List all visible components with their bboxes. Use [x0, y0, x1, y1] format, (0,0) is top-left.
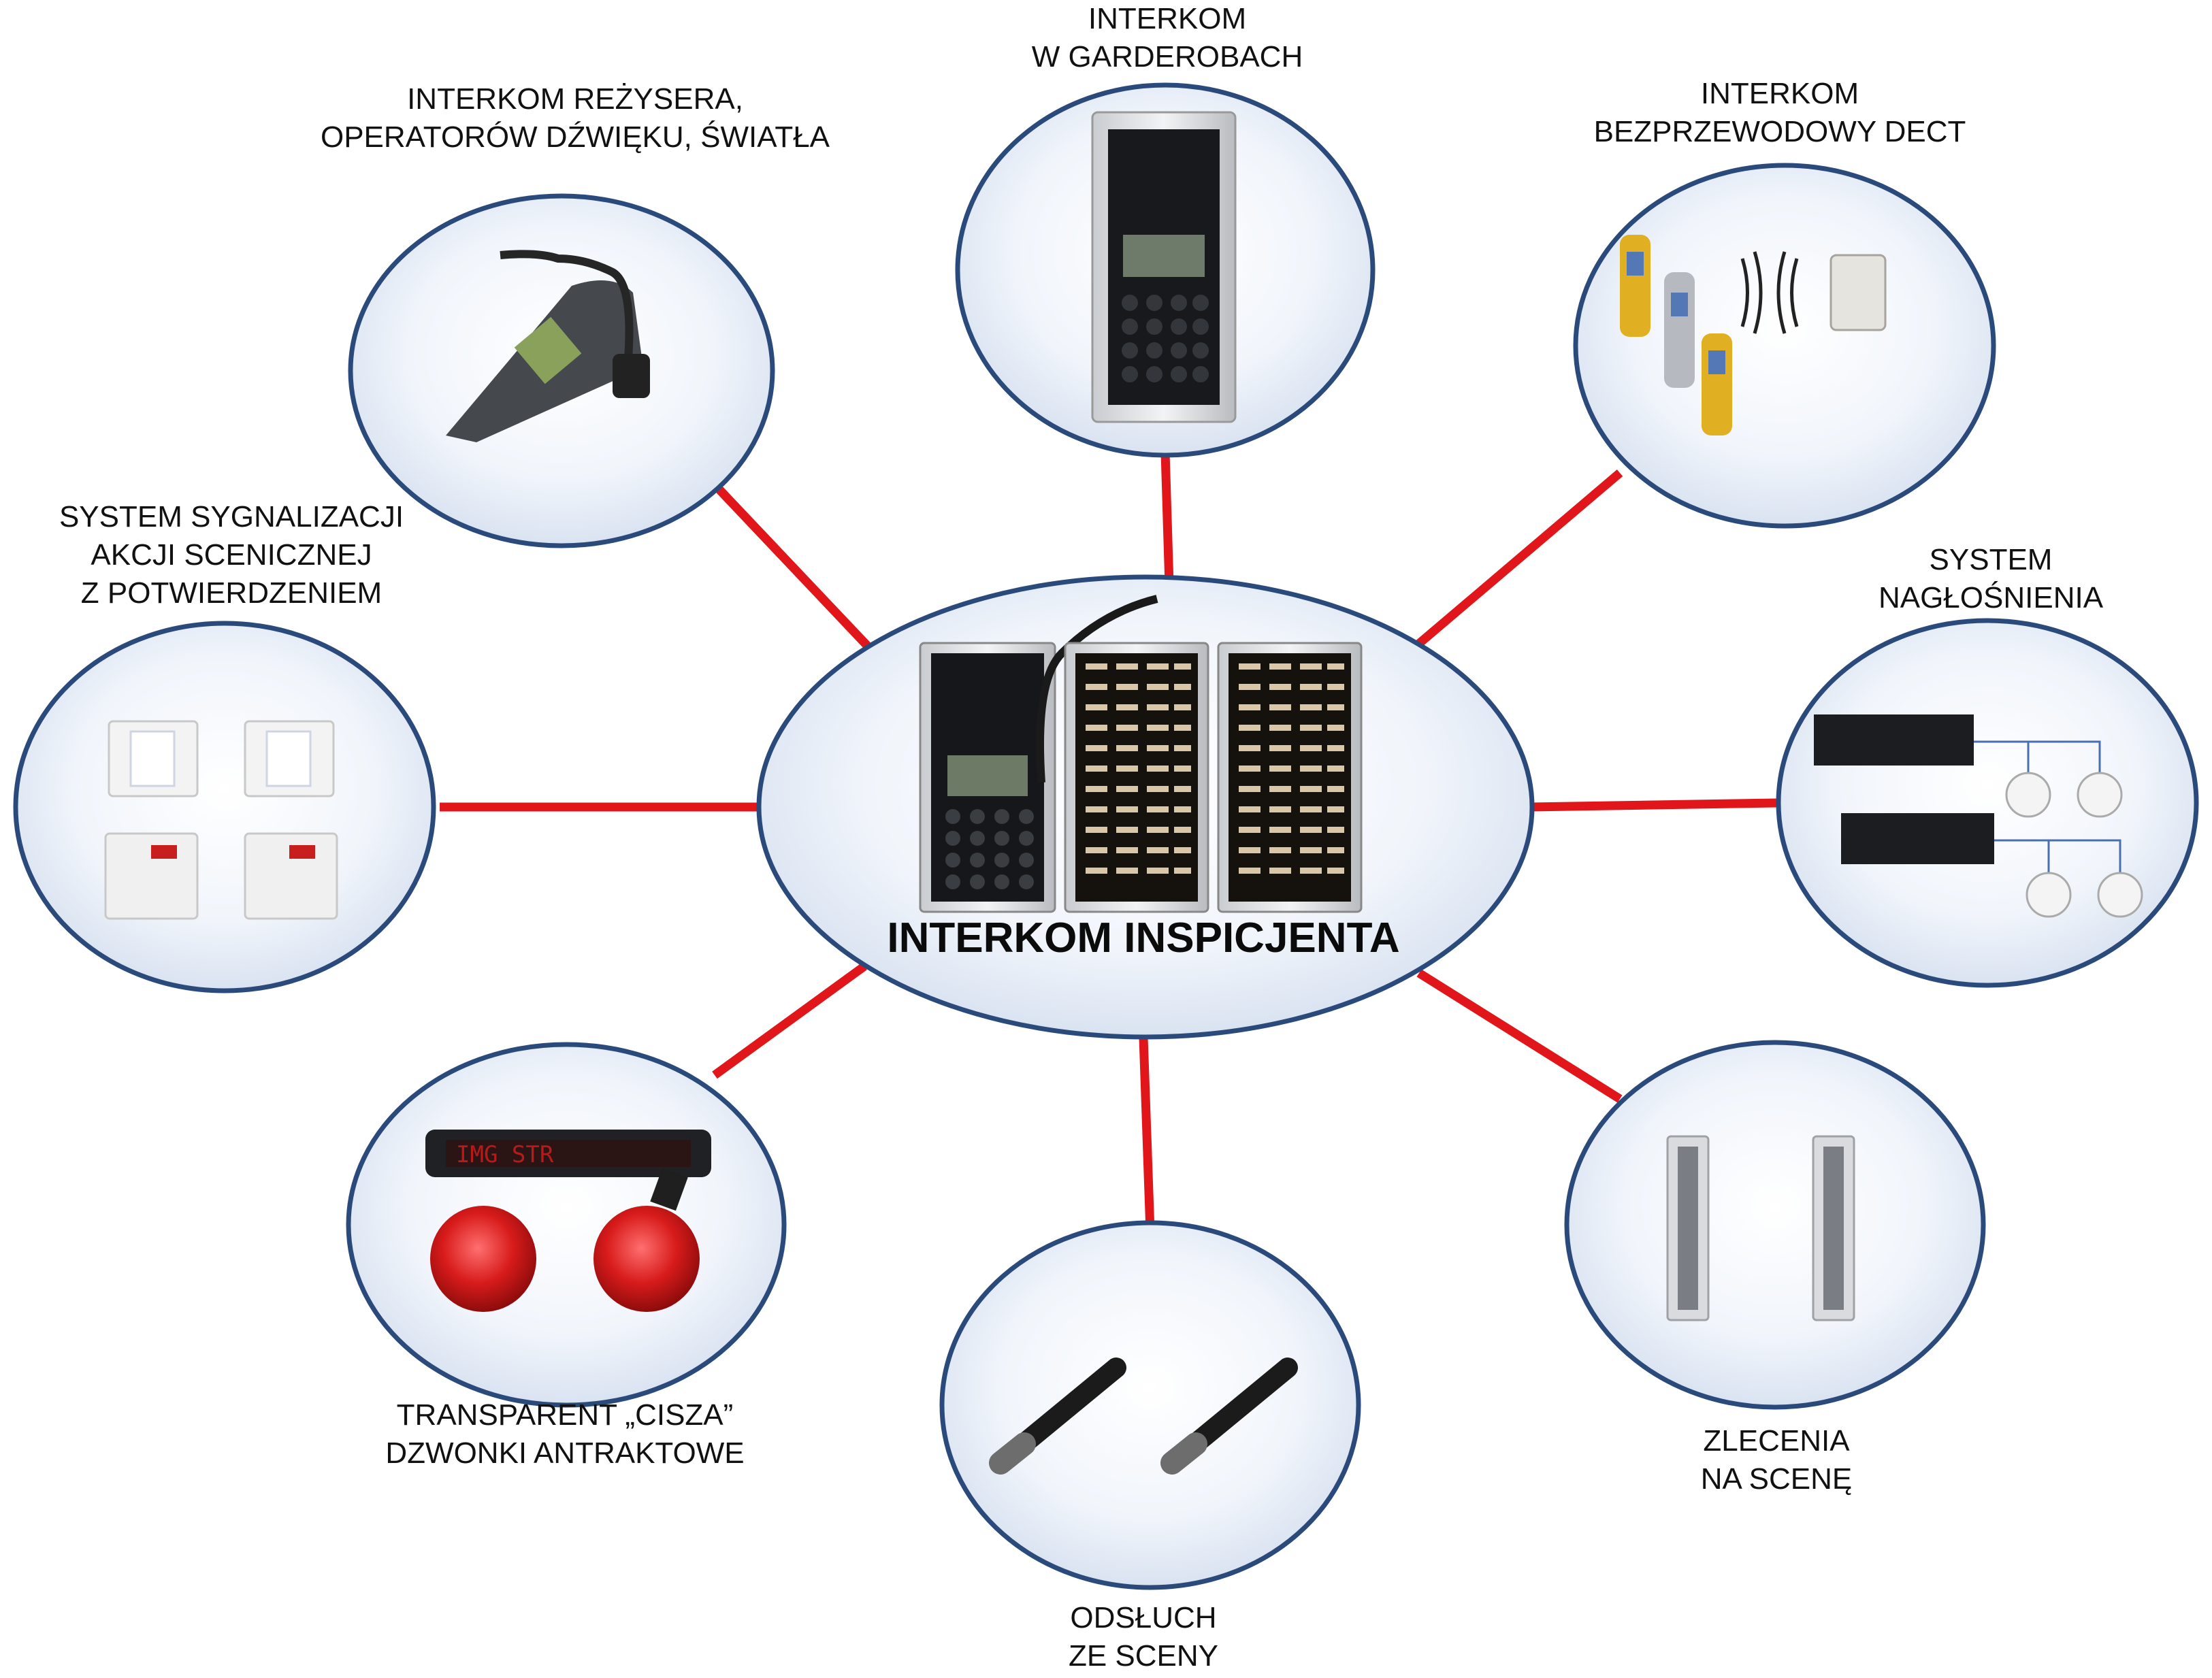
led-display-text: IMG STR	[456, 1141, 554, 1168]
pa-amplifiers-icon	[1814, 714, 2143, 918]
dect-handsets-icon	[1620, 235, 1887, 435]
label-line: SYSTEM SYGNALIZACJI	[59, 500, 404, 533]
intermission-bell-icon	[430, 1206, 536, 1312]
label-signaling: SYSTEM SYGNALIZACJI AKCJI SCENICZNEJ Z P…	[14, 498, 449, 612]
label-monitoring: ODSŁUCH ZE SCENY	[994, 1599, 1293, 1675]
label-line: INTERKOM REŻYSERA,	[407, 82, 743, 116]
ceiling-speaker-icon	[2097, 872, 2143, 918]
node-pa	[1776, 618, 2199, 988]
connector-pa	[1529, 798, 1777, 812]
label-pa: SYSTEM NAGŁOŚNIENIA	[1814, 541, 2168, 617]
label-line: ZLECENIA	[1703, 1424, 1850, 1458]
label-line: TRANSPARENT „CISZA”	[396, 1398, 734, 1432]
label-line: ZE SCENY	[1068, 1639, 1219, 1673]
label-line: ODSŁUCH	[1070, 1601, 1217, 1634]
signaling-switches-icon	[104, 720, 338, 920]
center-intercom-panels	[919, 595, 1363, 913]
label-line: NA SCENĘ	[1700, 1462, 1853, 1496]
label-line: INTERKOM	[1700, 77, 1859, 110]
label-line: W GARDEROBACH	[1031, 40, 1303, 73]
ceiling-speaker-icon	[2077, 772, 2123, 818]
label-line: AKCJI SCENICZNEJ	[91, 538, 372, 572]
led-display-sign-icon: IMG STR	[425, 1130, 711, 1211]
label-line: Z POTWIERDZENIEM	[80, 576, 383, 610]
node-monitoring	[939, 1220, 1361, 1590]
connector-transparent	[712, 962, 867, 1079]
label-line: NAGŁOŚNIENIA	[1878, 581, 2104, 614]
director-desk-intercom-icon	[446, 250, 650, 442]
wardrobe-intercom-panel-icon	[1091, 111, 1237, 423]
node-dect	[1573, 163, 1996, 529]
node-orders	[1564, 1040, 1986, 1410]
label-transparent: TRANSPARENT „CISZA” DZWONKI ANTRAKTOWE	[320, 1396, 810, 1473]
connector-monitoring	[1139, 1037, 1155, 1232]
center-title: INTERKOM INSPICJENTA	[887, 915, 1400, 961]
label-line: BEZPRZEWODOWY DECT	[1593, 115, 1966, 148]
column-speakers-icon	[1666, 1135, 1855, 1321]
label-director: INTERKOM REŻYSERA, OPERATORÓW DŹWIĘKU, Ś…	[238, 80, 912, 157]
connector-dect	[1412, 470, 1623, 650]
label-line: DZWONKI ANTRAKTOWE	[385, 1436, 745, 1470]
label-wardrobe: INTERKOM W GARDEROBACH	[949, 0, 1385, 76]
ceiling-speaker-icon	[2026, 872, 2072, 918]
ceiling-speaker-icon	[2005, 772, 2051, 818]
label-dect: INTERKOM BEZPRZEWODOWY DECT	[1521, 75, 2038, 151]
node-signaling	[13, 621, 436, 993]
intermission-bell-icon	[593, 1206, 700, 1312]
sd-card-icon	[650, 1168, 688, 1211]
label-line: OPERATORÓW DŹWIĘKU, ŚWIATŁA	[320, 120, 830, 154]
gooseneck-microphone-icon	[1036, 595, 1158, 783]
label-orders: ZLECENIA NA SCENĘ	[1627, 1422, 1926, 1498]
connector-orders	[1416, 969, 1623, 1103]
dect-base-station-icon	[1829, 254, 1887, 331]
node-transparent	[346, 1042, 787, 1408]
label-line: SYSTEM	[1929, 543, 2053, 576]
connector-wardrobe	[1160, 452, 1174, 586]
stage-microphones-icon	[989, 1358, 1298, 1475]
connectors	[440, 452, 1777, 1232]
connector-director	[710, 480, 875, 653]
label-line: INTERKOM	[1088, 2, 1247, 35]
